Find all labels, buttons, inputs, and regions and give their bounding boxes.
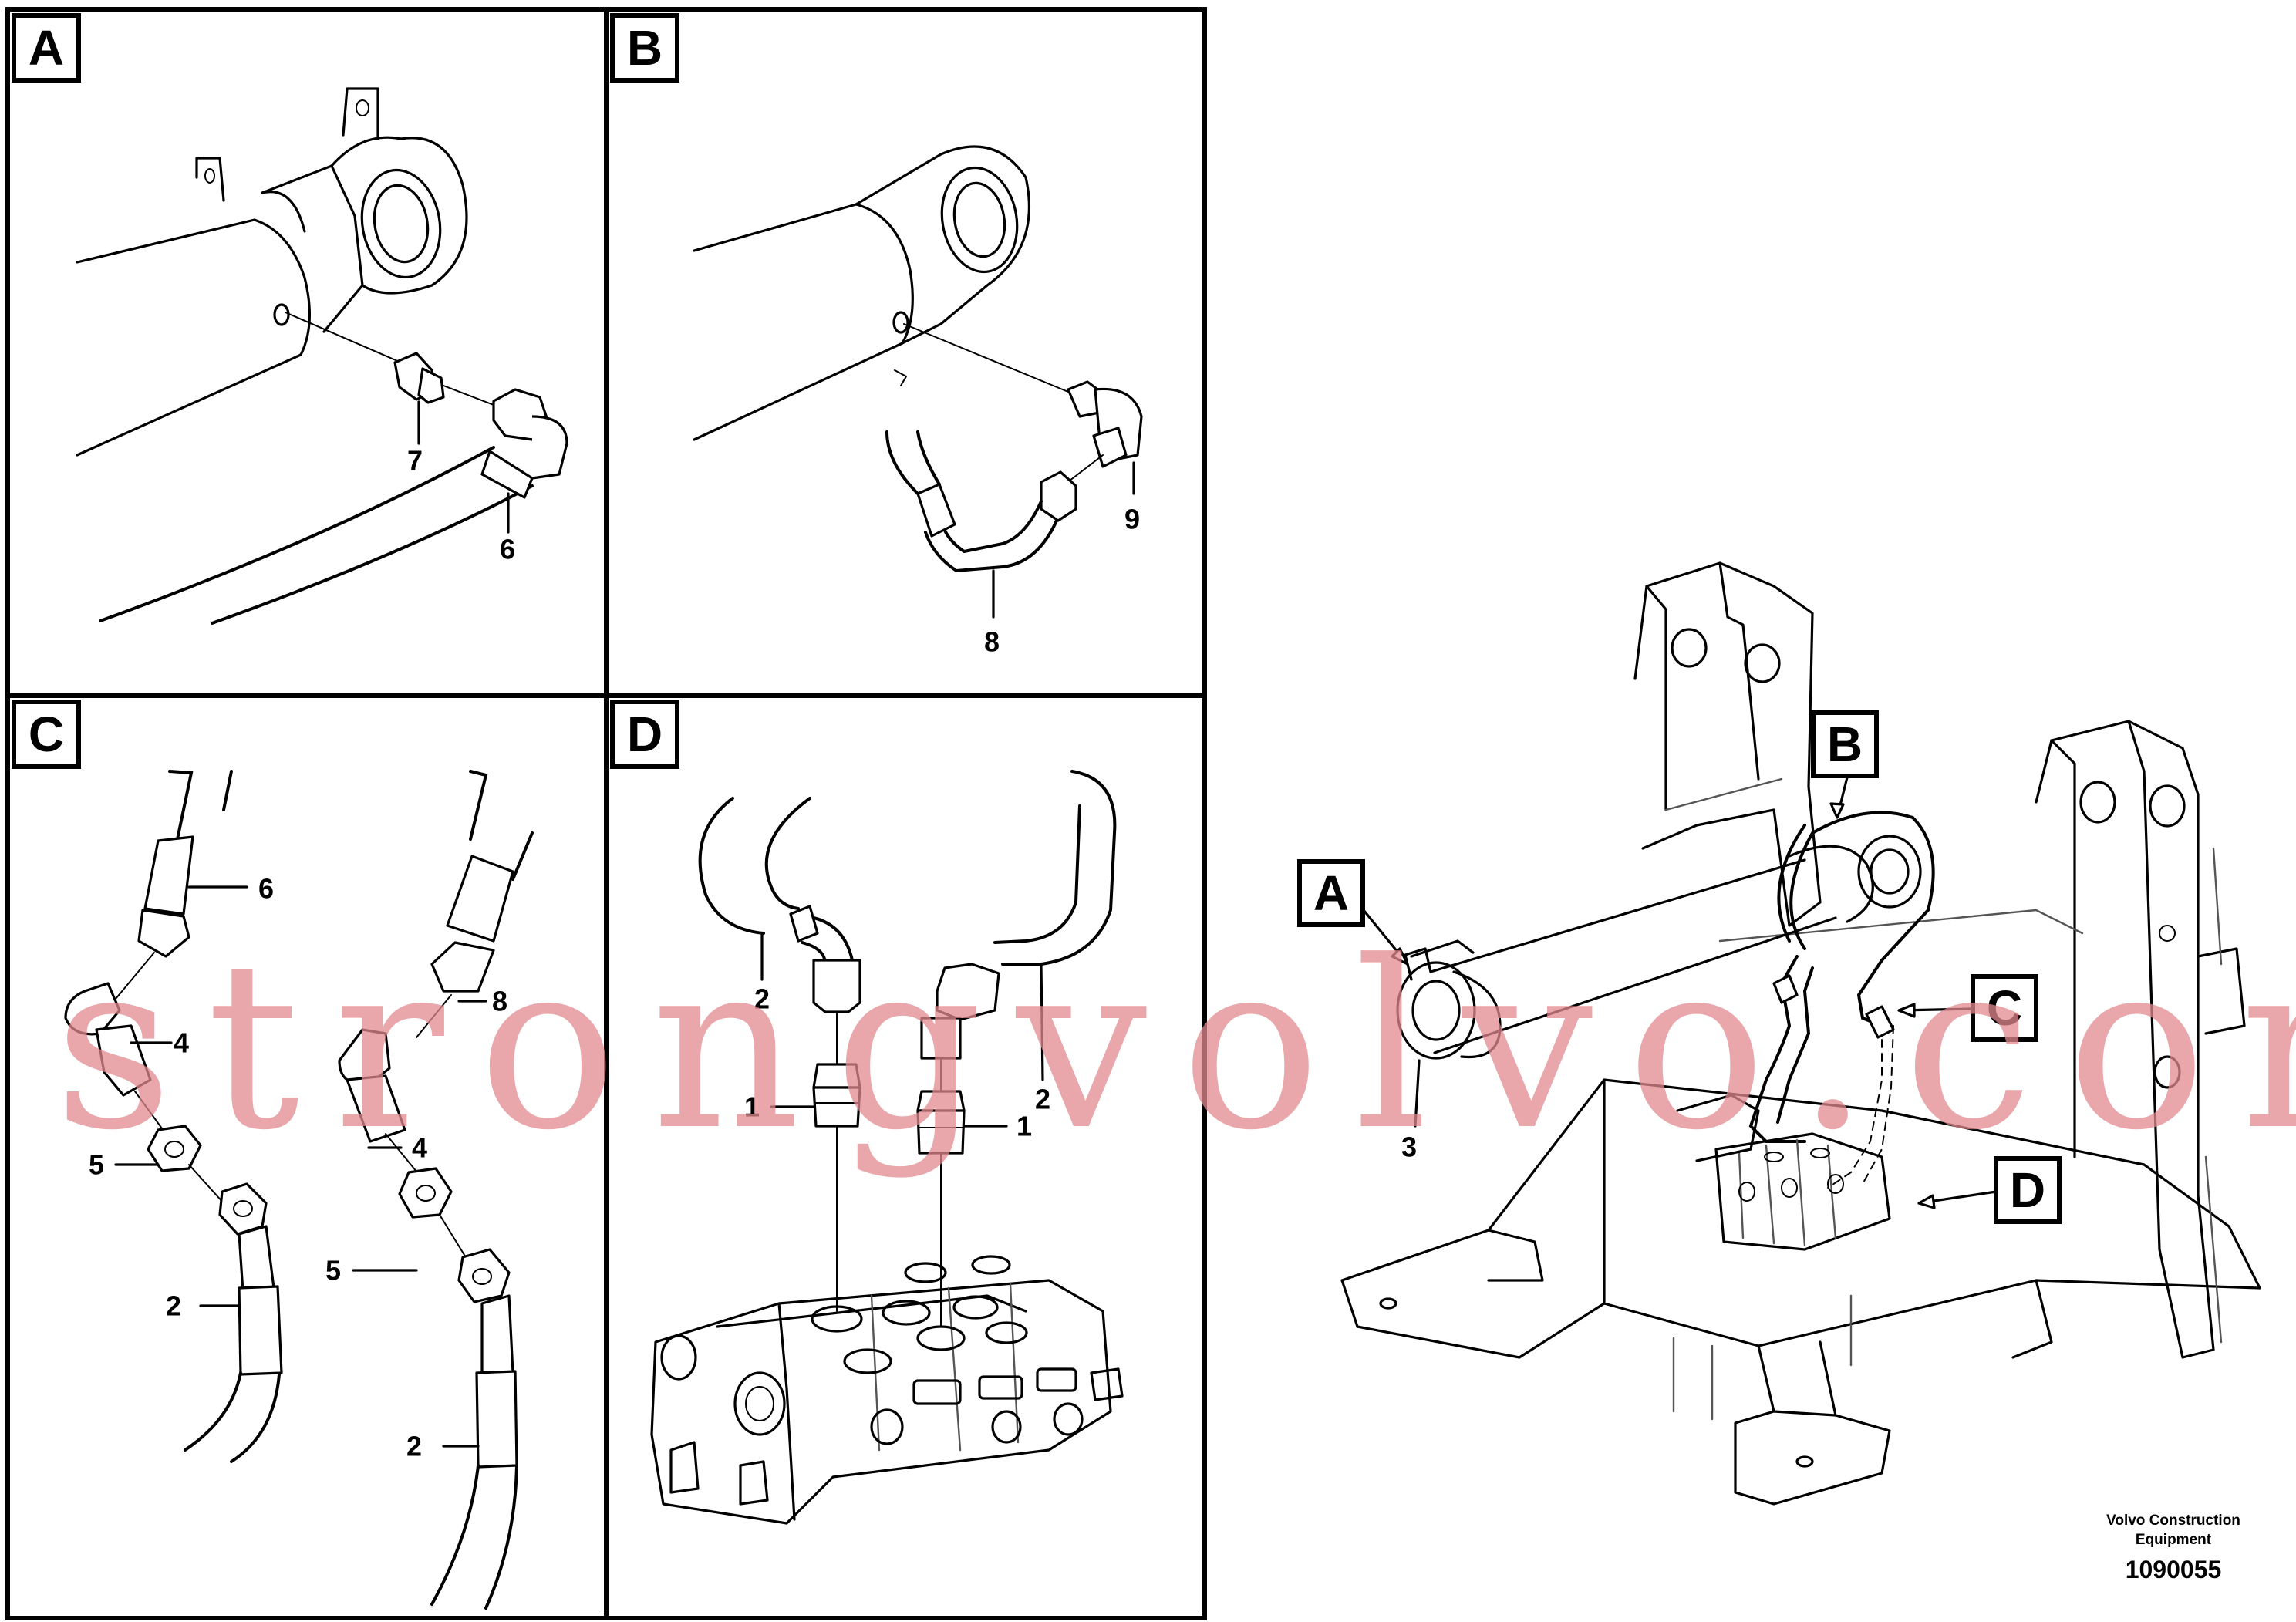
panel-d-label: D — [627, 706, 663, 762]
credit-line-2: Equipment — [2136, 1532, 2212, 1548]
panel-d-label-box — [610, 700, 679, 769]
callout-c-4-right: 4 — [412, 1132, 427, 1164]
panel-d-illustration — [650, 770, 1124, 1525]
panel-b-label-box — [610, 13, 679, 83]
credit-line-1: Volvo Construction — [2106, 1512, 2240, 1529]
overview-illustration — [1340, 561, 2261, 1506]
callout-c-5-right: 5 — [325, 1255, 341, 1286]
part-number: 1090055 — [2126, 1556, 2222, 1583]
panel-c-label: C — [29, 706, 64, 762]
callout-b-8: 8 — [984, 626, 1000, 658]
panel-a-label: A — [29, 20, 64, 76]
callout-d-1-left: 1 — [744, 1091, 760, 1123]
panel-a-illustration — [76, 87, 568, 625]
callout-c-8: 8 — [492, 986, 507, 1017]
callout-a-7: 7 — [407, 445, 423, 477]
overview-label-b: B — [1827, 717, 1863, 772]
overview-label-d: D — [2010, 1162, 2045, 1218]
callout-c-5-left: 5 — [89, 1149, 104, 1181]
watermark: strongvolvo.com — [54, 912, 2296, 1181]
panel-d-frame — [604, 693, 1207, 1620]
overview-label-c-box — [1971, 974, 2038, 1042]
overview-label-d-box — [1994, 1156, 2062, 1224]
overview-label-b-box — [1811, 710, 1879, 778]
panel-a-label-box — [12, 13, 81, 83]
callout-d-2-left: 2 — [754, 983, 770, 1015]
overview-label-c: C — [1987, 980, 2022, 1036]
panel-c-label-box — [12, 700, 81, 769]
panel-b-illustration — [693, 145, 1143, 619]
callout-c-2-left: 2 — [166, 1290, 181, 1322]
panel-a-frame — [5, 7, 609, 698]
callout-d-1-right: 1 — [1017, 1111, 1032, 1142]
panel-b-label: B — [627, 20, 663, 76]
panel-c-illustration — [64, 770, 534, 1610]
panel-b-frame — [604, 7, 1207, 698]
callout-b-9: 9 — [1124, 504, 1140, 535]
callout-d-2-right: 2 — [1035, 1084, 1050, 1115]
overview-callout-3: 3 — [1401, 1131, 1417, 1163]
overview-label-a-box — [1297, 859, 1365, 927]
overview-label-a: A — [1313, 865, 1349, 921]
callout-c-4-left: 4 — [174, 1027, 189, 1059]
callout-a-6: 6 — [500, 534, 515, 565]
callout-c-6: 6 — [258, 873, 274, 905]
callout-c-2-right: 2 — [406, 1431, 422, 1462]
